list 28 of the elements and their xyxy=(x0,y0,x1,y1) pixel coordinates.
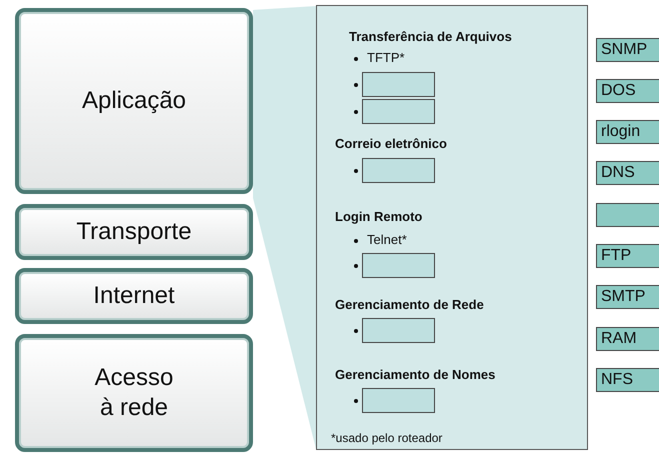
panel xyxy=(316,5,588,450)
category-heading: Correio eletrônico xyxy=(335,136,447,151)
option-tile: FTP xyxy=(596,244,659,268)
option-tile: DOS xyxy=(596,79,659,103)
layer-box: Acesso à rede xyxy=(15,334,253,452)
answer-box xyxy=(362,72,435,97)
answer-box xyxy=(362,253,435,278)
option-tile: rlogin xyxy=(596,120,659,144)
option-tile xyxy=(596,203,659,227)
option-tile: NFS xyxy=(596,368,659,392)
category-heading: Gerenciamento de Nomes xyxy=(335,367,496,382)
option-tile: SMTP xyxy=(596,285,659,309)
layer-box: Transporte xyxy=(15,204,253,260)
list-item: TFTP* xyxy=(367,50,405,65)
layer-box: Internet xyxy=(15,268,253,324)
category-heading: Transferência de Arquivos xyxy=(349,29,512,44)
list-item: Telnet* xyxy=(367,232,407,247)
footnote: *usado pelo roteador xyxy=(331,431,442,445)
answer-box xyxy=(362,158,435,183)
category-heading: Login Remoto xyxy=(335,209,422,224)
layer-box: Aplicação xyxy=(15,8,253,194)
option-tile: SNMP xyxy=(596,38,659,62)
answer-box xyxy=(362,388,435,413)
answer-box xyxy=(362,318,435,343)
option-tile: RAM xyxy=(596,327,659,351)
option-tile: DNS xyxy=(596,161,659,185)
answer-box xyxy=(362,99,435,124)
category-heading: Gerenciamento de Rede xyxy=(335,297,484,312)
